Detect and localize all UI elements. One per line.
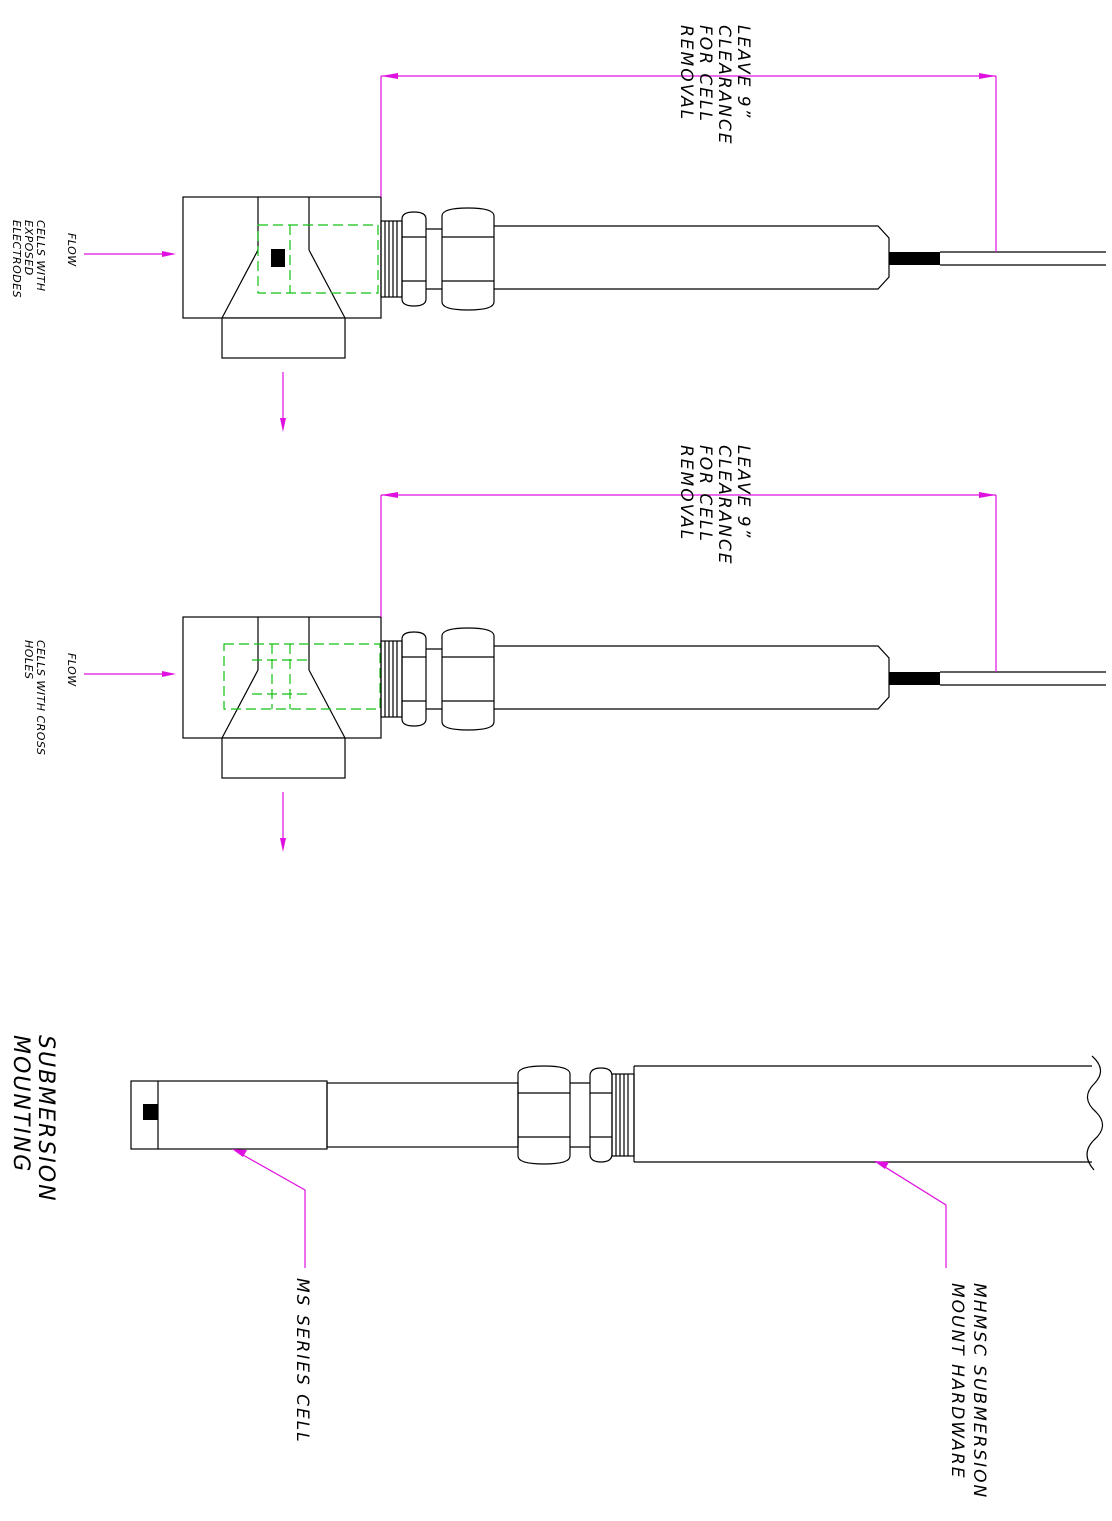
svg-text:ELECTRODES: ELECTRODES [10, 220, 23, 298]
svg-text:REMOVAL: REMOVAL [676, 445, 696, 541]
svg-text:CELLS WITH: CELLS WITH [34, 220, 47, 291]
svg-text:CELLS WITH CROSS: CELLS WITH CROSS [34, 640, 47, 756]
electrode-icon [143, 1104, 158, 1120]
flow-in-arrow [84, 251, 176, 257]
large-nut [426, 627, 495, 731]
hardware-callout-leader [874, 1161, 947, 1268]
clearance-dimension [380, 492, 997, 672]
thread-section [380, 640, 403, 718]
large-nut [517, 1065, 590, 1165]
ms-series-cell [130, 1080, 328, 1150]
cable [889, 251, 1106, 266]
svg-text:HOLES: HOLES [22, 640, 35, 680]
svg-text:LEAVE 9”: LEAVE 9” [733, 25, 753, 119]
cell-type-label: CELLS WITH CROSS HOLES [22, 640, 47, 756]
thread-section [380, 220, 403, 298]
probe-body [494, 645, 890, 710]
bottom-view: SUBMERSION MOUNTING MS SERIES CELL MHMSC… [8, 1035, 1104, 1499]
top-view: FLOW CELLS WITH EXPOSED ELECTRODES LEAVE… [10, 25, 1106, 432]
svg-text:FOR CELL: FOR CELL [695, 445, 715, 543]
svg-text:FLOW: FLOW [65, 233, 78, 267]
svg-text:MOUNTING: MOUNTING [8, 1035, 33, 1173]
svg-text:EXPOSED: EXPOSED [22, 220, 35, 276]
cell-callout-leader [232, 1149, 306, 1268]
clearance-label: LEAVE 9” CLEARANCE FOR CELL REMOVAL [676, 445, 753, 565]
cell-callout-label: MS SERIES CELL [292, 1278, 312, 1444]
flow-label: FLOW [65, 653, 78, 687]
svg-text:CLEARANCE: CLEARANCE [714, 25, 734, 145]
submersion-title: SUBMERSION MOUNTING [8, 1035, 58, 1203]
cell-stem [326, 1082, 519, 1148]
hidden-cell-outline [257, 224, 379, 294]
hidden-cell-cross-holes [223, 643, 381, 710]
flow-cell-body [182, 196, 382, 359]
clearance-dimension [380, 73, 997, 252]
svg-text:LEAVE 9”: LEAVE 9” [733, 445, 753, 539]
flow-cell-body [182, 616, 382, 779]
cell-type-label: CELLS WITH EXPOSED ELECTRODES [10, 220, 47, 298]
flow-out-arrow [280, 792, 286, 852]
svg-text:FLOW: FLOW [65, 653, 78, 687]
svg-text:CLEARANCE: CLEARANCE [714, 445, 734, 565]
probe-body [494, 225, 890, 290]
svg-text:SUBMERSION: SUBMERSION [33, 1035, 58, 1203]
electrode-icon [271, 249, 285, 267]
svg-text:MHMSC SUBMERSION: MHMSC SUBMERSION [969, 1283, 989, 1499]
svg-text:REMOVAL: REMOVAL [676, 25, 696, 121]
svg-text:MOUNT HARDWARE: MOUNT HARDWARE [947, 1283, 967, 1479]
small-nut [401, 631, 427, 727]
large-nut [426, 207, 495, 311]
flow-out-arrow [280, 372, 286, 432]
small-nut [589, 1067, 613, 1163]
clearance-label: LEAVE 9” CLEARANCE FOR CELL REMOVAL [676, 25, 753, 145]
thread-section [611, 1073, 635, 1157]
middle-view: FLOW CELLS WITH CROSS HOLES LEAVE 9” CLE… [22, 445, 1106, 852]
mount-pipe [633, 1055, 1104, 1171]
hardware-callout-label: MHMSC SUBMERSION MOUNT HARDWARE [947, 1283, 989, 1499]
svg-text:MS SERIES CELL: MS SERIES CELL [292, 1278, 312, 1444]
cable [889, 671, 1106, 686]
svg-text:FOR CELL: FOR CELL [695, 25, 715, 123]
small-nut [401, 211, 427, 307]
flow-label: FLOW [65, 233, 78, 267]
flow-in-arrow [84, 671, 176, 677]
